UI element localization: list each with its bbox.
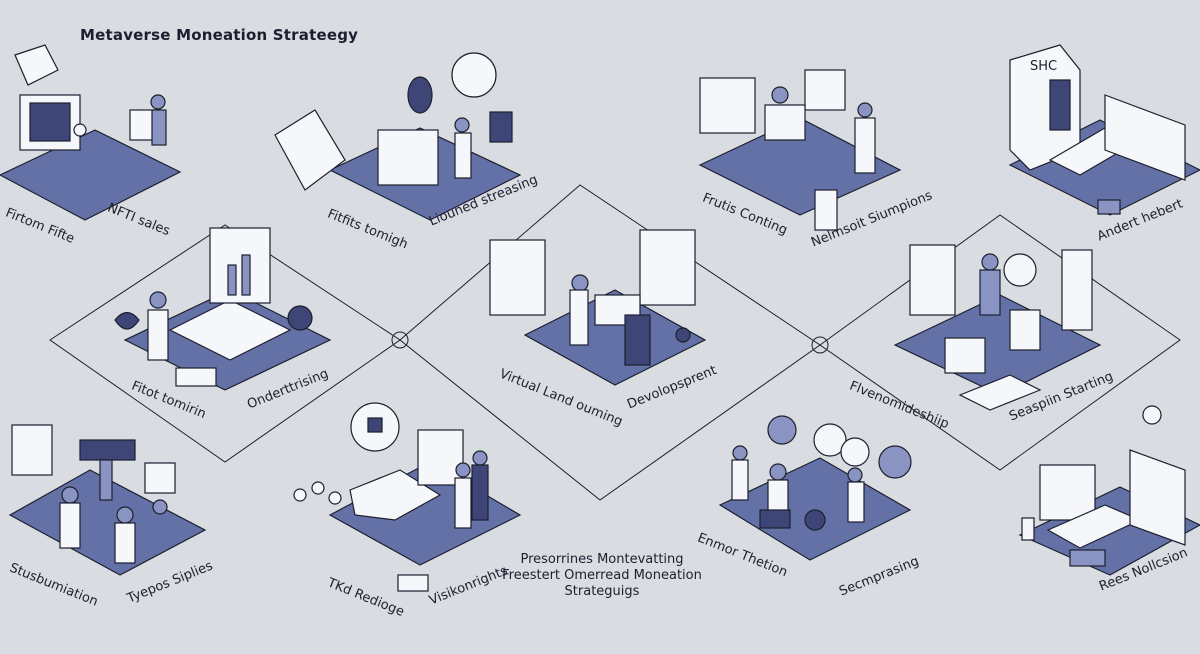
scene-virtual-land [489,229,707,386]
scene-fitot-tomirin [114,227,332,391]
scene-tkd-redioge [293,402,522,592]
center-caption-line1: Presorrines Montevatting [520,552,684,567]
page-title: Metaverse Moneation Strateegy [80,26,359,44]
scene-sponsorship [893,244,1102,411]
scene-nft-sales [0,44,182,221]
scene-licensed-streaming [274,52,522,221]
center-caption-line2: Freestert Omerread Moneation [502,568,702,583]
scene-stusbumiation [8,424,207,576]
scene-andert-hebert: SHC [1008,44,1200,216]
center-caption: Presorrines Montevatting Freestert Omerr… [492,552,712,600]
sign-text: SHC [1030,59,1057,74]
scene-product-counting [698,69,902,231]
scene-enmor-thetion [718,415,912,561]
center-caption-line3: Strateguigs [564,584,640,599]
scene-rees-nollcsion [1018,405,1200,576]
